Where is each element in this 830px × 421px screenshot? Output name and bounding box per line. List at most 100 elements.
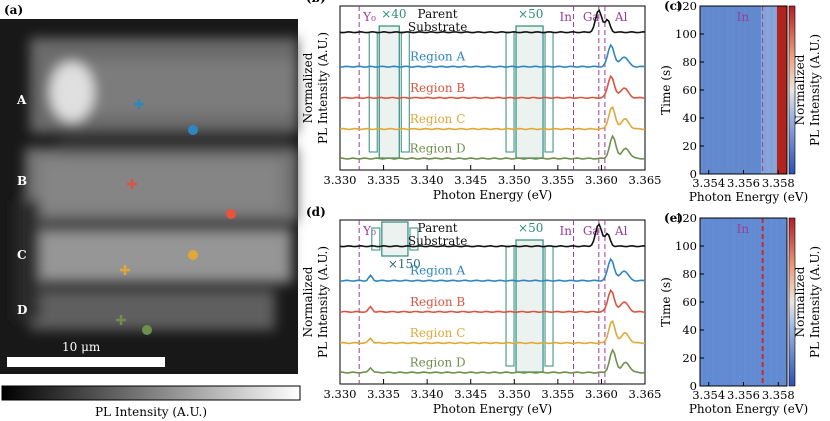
series-label-b-0-line: Parent <box>418 7 458 21</box>
y-axis-label-b-line: Normalized <box>301 52 315 123</box>
inset-scale-d-0: ×150 <box>388 257 421 271</box>
in-label-c: In <box>737 10 750 24</box>
heatmap-edge-c <box>777 6 787 174</box>
x-tick-label-b-3: 3.345 <box>454 173 487 187</box>
heatmap-column-e-3 <box>708 218 713 386</box>
cross-marker-d <box>116 315 126 325</box>
x-tick-label-c-1: 3.356 <box>727 176 760 190</box>
heatmap-column-e-4 <box>711 218 715 386</box>
y-axis-label-b-line: PL Intensity (A.U.) <box>316 32 330 144</box>
series-label-b-4: Region D <box>410 142 466 156</box>
series-line-b-4 <box>339 134 646 160</box>
marker-label-d-1: In <box>560 224 573 238</box>
y-tick-label-c-3: 60 <box>682 83 697 97</box>
series-line-d-0 <box>339 222 646 248</box>
heatmap-colorbar-c <box>788 5 796 175</box>
cross-marker-b <box>127 179 137 189</box>
series-line-b-3 <box>339 105 646 131</box>
heatmap-column-c-17 <box>749 6 753 174</box>
heatmap-column-e-8 <box>723 218 727 386</box>
y-tick-label-c-5: 100 <box>675 27 697 41</box>
marker-label-d-3: Al <box>614 224 628 238</box>
colorbar-label-e-line: Normalized <box>793 266 807 337</box>
x-tick-label-b-6: 3.360 <box>585 173 618 187</box>
heatmap-column-e-24 <box>769 218 773 386</box>
y-tick-label-e-6: 120 <box>675 211 697 225</box>
dot-marker-c <box>188 250 198 260</box>
colorbar-label-e-line: PL Intensity (A.U.) <box>808 246 822 358</box>
plot-frame-d <box>339 219 646 385</box>
y-tick-label-c-4: 80 <box>682 55 697 69</box>
x-tick-label-d-5: 3.355 <box>541 387 574 401</box>
y-axis-label-d-line: Normalized <box>301 266 315 337</box>
series-line-b-2 <box>339 74 646 100</box>
colorbar-label-e: NormalizedPL Intensity (A.U.) <box>793 246 822 358</box>
heatmap-column-c-9 <box>726 6 730 174</box>
colorbar-label-c-line: PL Intensity (A.U.) <box>808 34 822 146</box>
heatmap-column-c-23 <box>766 6 771 174</box>
inset-connector-b-1 <box>505 31 515 153</box>
scale-bar <box>7 357 165 367</box>
inset-connector-r-b-0 <box>400 31 410 153</box>
region-label-c: C <box>17 248 27 262</box>
inset-scale-d-1: ×50 <box>518 221 543 235</box>
heatmap-column-c-10 <box>729 6 733 174</box>
series-line-d-3 <box>339 319 646 345</box>
inset-box-b-0 <box>378 25 400 159</box>
series-label-d-3: Region C <box>410 326 466 340</box>
x-tick-label-d-3: 3.345 <box>454 387 487 401</box>
heatmap-column-c-11 <box>731 6 736 174</box>
heatmap-column-c-1 <box>702 6 707 174</box>
heatmap-column-c-22 <box>763 6 768 174</box>
heatmap-column-e-2 <box>705 218 710 386</box>
series-label-d-0-line: Substrate <box>408 234 467 248</box>
x-tick-label-c-0: 3.354 <box>692 176 725 190</box>
panel-label-c: (c) <box>664 0 683 13</box>
heatmap-column-e-10 <box>729 218 733 386</box>
heatmap-column-c-13 <box>737 6 742 174</box>
micrograph-texture <box>15 38 298 330</box>
x-tick-label-d-7: 3.365 <box>629 387 662 401</box>
heatmap-column-c-18 <box>752 6 756 174</box>
in-label-e: In <box>737 222 750 236</box>
series-label-d-2: Region B <box>410 295 465 309</box>
series-line-d-4 <box>339 348 646 374</box>
heatmap-column-e-5 <box>714 218 718 386</box>
y-tick-label-e-3: 60 <box>682 295 697 309</box>
dot-marker-b <box>226 209 236 219</box>
y-tick-label-e-0: 0 <box>690 379 697 393</box>
x-tick-label-c-2: 3.358 <box>762 176 795 190</box>
series-label-b-1: Region A <box>410 50 465 64</box>
heatmap-column-c-15 <box>743 6 747 174</box>
heatmap-column-e-1 <box>702 218 707 386</box>
series-line-b-1 <box>340 43 646 68</box>
series-label-d-0-line: Parent <box>418 221 458 235</box>
x-tick-label-e-2: 3.358 <box>762 388 795 402</box>
y-tick-label-e-1: 20 <box>682 351 697 365</box>
heatmap-column-e-6 <box>717 218 721 386</box>
heatmap-column-c-14 <box>740 6 744 174</box>
heatmap-column-c-3 <box>708 6 713 174</box>
inset-box-d-1 <box>515 239 544 373</box>
series-line-d-1 <box>340 257 646 282</box>
y-tick-label-e-2: 40 <box>682 323 697 337</box>
heatmap-column-e-17 <box>749 218 753 386</box>
y-tick-label-e-4: 80 <box>682 267 697 281</box>
inset-scale-b-1: ×50 <box>518 7 543 21</box>
heatmap-column-e-11 <box>731 218 736 386</box>
heatmap-colorbar-e <box>788 217 796 387</box>
panel-a: (a) A B C D <box>0 3 301 419</box>
x-tick-label-b-7: 3.365 <box>629 173 662 187</box>
marker-label-b-3: Al <box>614 10 628 24</box>
y-axis-label-d: NormalizedPL Intensity (A.U.) <box>301 246 330 358</box>
dot-marker-a <box>188 125 198 135</box>
heatmap-column-e-12 <box>734 218 739 386</box>
heatmap-column-c-16 <box>746 6 750 174</box>
heatmap-column-c-25 <box>772 6 776 174</box>
heatmap-column-c-7 <box>720 6 724 174</box>
heatmap-column-e-27 <box>778 218 782 386</box>
heatmap-column-e-16 <box>746 218 750 386</box>
x-tick-label-b-0: 3.330 <box>324 173 357 187</box>
